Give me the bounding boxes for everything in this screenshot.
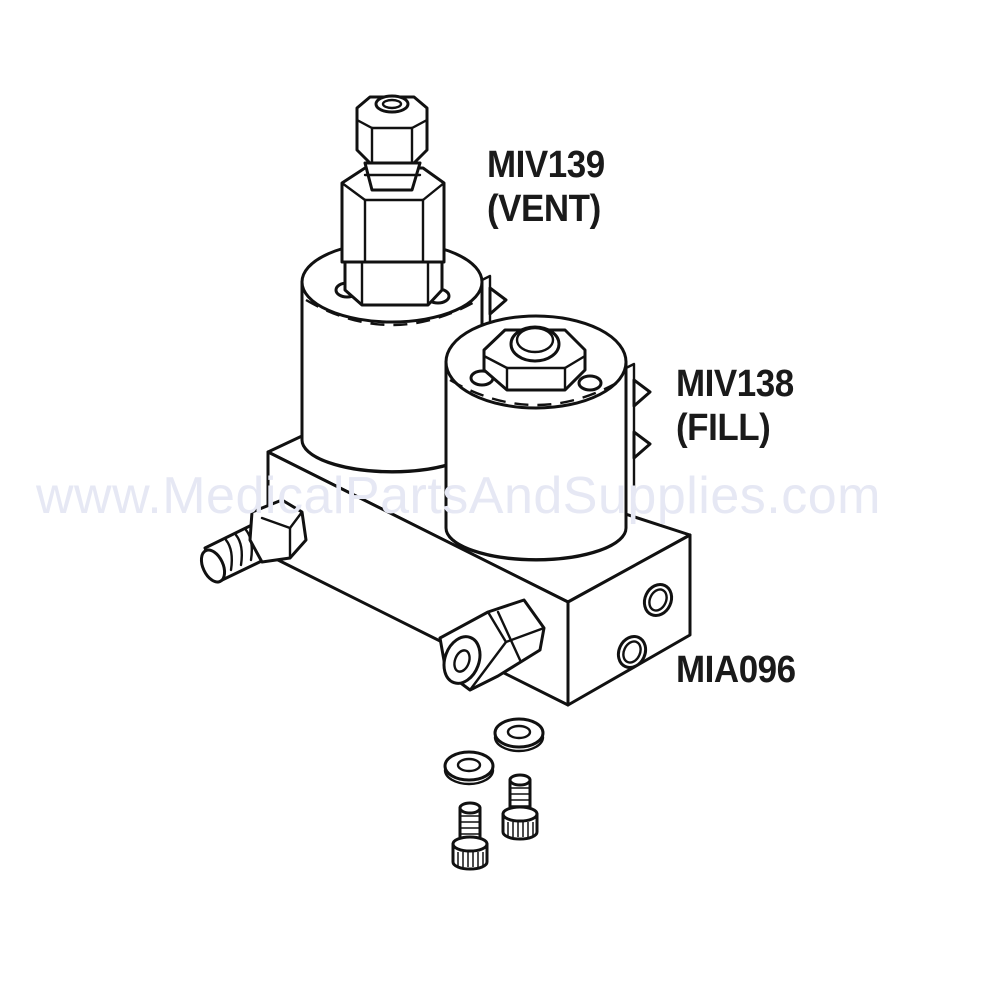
fill-solenoid	[444, 314, 652, 562]
vent-solenoid	[300, 94, 508, 474]
label-vent-valve: MIV139 (VENT)	[487, 143, 605, 231]
label-fill-valve: MIV138 (FILL)	[676, 362, 794, 450]
label-manifold: MIA096	[676, 648, 796, 692]
part-number-miv138: MIV138	[676, 363, 794, 405]
compression-fitting	[438, 598, 546, 692]
part-description-fill: (FILL)	[676, 407, 771, 449]
barbed-hose-fitting	[199, 498, 308, 584]
port-plug-icon	[616, 582, 674, 670]
screw-icon	[451, 773, 539, 871]
part-number-mia096: MIA096	[676, 649, 796, 691]
part-number-miv139: MIV139	[487, 144, 605, 186]
washer-icon	[443, 717, 545, 786]
part-description-vent: (VENT)	[487, 188, 601, 230]
